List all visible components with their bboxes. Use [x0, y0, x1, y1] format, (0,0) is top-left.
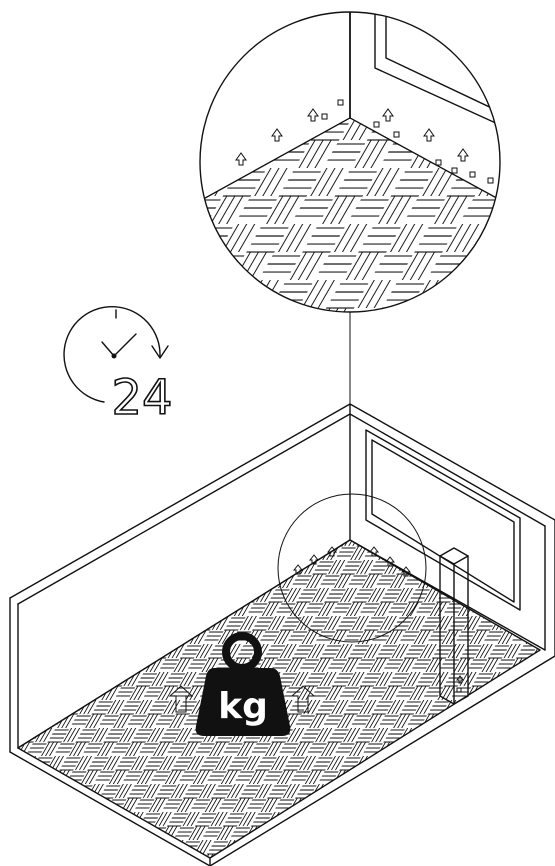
up-arrow-icon — [424, 129, 434, 141]
clock-24-label: 24 — [111, 370, 172, 426]
clock-24h-icon: 24 — [64, 307, 173, 426]
zoom-floor — [180, 118, 555, 330]
up-arrow-icon — [308, 109, 318, 121]
zoom-detail-circle — [180, 0, 555, 330]
up-arrow-icon — [272, 129, 282, 141]
up-arrow-icon — [383, 109, 393, 121]
up-arrow-icon — [236, 153, 246, 165]
up-arrow-icon — [458, 149, 468, 161]
room-illustration — [10, 404, 555, 866]
kg-label: kg — [218, 686, 268, 727]
